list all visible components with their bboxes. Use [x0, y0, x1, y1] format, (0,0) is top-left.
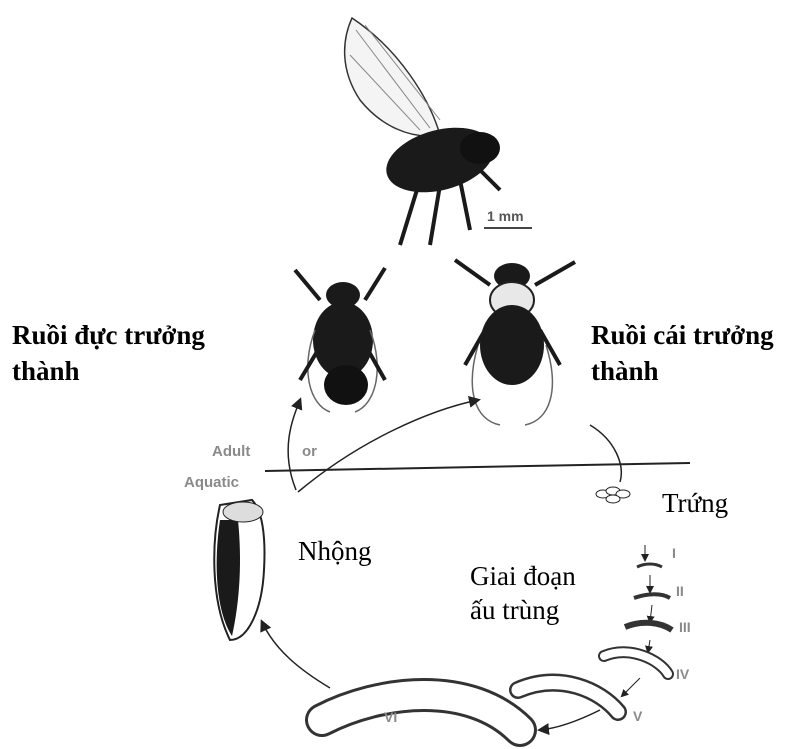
larva-label-line2: ấu trùng: [470, 594, 559, 626]
male-adult-label-line2: thành: [12, 354, 80, 388]
egg-label: Trứng: [662, 487, 728, 519]
adult-zone-label: Adult: [212, 443, 250, 460]
scale-bar-label: 1 mm: [487, 208, 524, 224]
female-adult-label-line2: thành: [591, 354, 659, 388]
instar-label: II: [676, 583, 684, 599]
female-adult-label-line1: Ruồi cái trưởng: [591, 318, 774, 352]
arrow-pupa-to-male: [288, 400, 300, 490]
zone-divider-line: [265, 463, 690, 471]
female-fly-icon: [455, 260, 575, 425]
male-adult-label-line1: Ruồi đực trưởng: [12, 318, 205, 352]
eggs-icon: [596, 487, 630, 503]
flying-fly-icon: [345, 18, 501, 245]
or-label: or: [302, 443, 317, 460]
male-fly-icon: [295, 268, 385, 412]
arrow-larva-to-pupa: [262, 622, 330, 688]
larva-label-line1: Giai đoạn: [470, 560, 576, 592]
arrow-female-to-egg: [590, 425, 621, 482]
instar-label: V: [633, 708, 642, 724]
aquatic-zone-label: Aquatic: [184, 474, 239, 491]
instar-label: IV: [676, 666, 689, 682]
instar-label: III: [679, 619, 691, 635]
instar-label: VI: [384, 709, 397, 725]
instar-label: I: [672, 545, 676, 561]
pupa-icon: [214, 500, 264, 640]
arrow-pupa-to-female: [298, 400, 478, 492]
pupa-label: Nhộng: [298, 535, 372, 567]
